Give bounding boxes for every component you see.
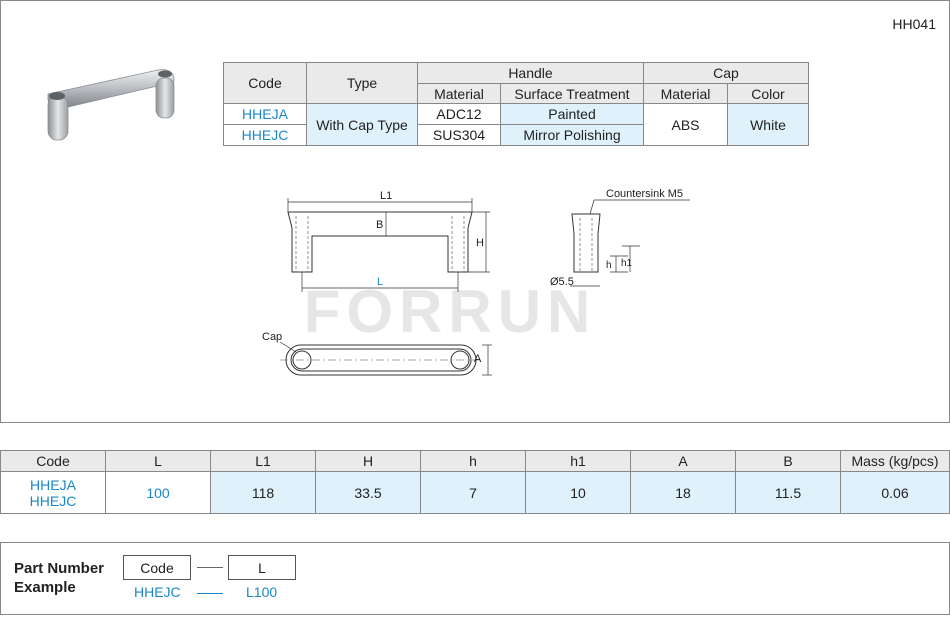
col-header-color: Color [727, 83, 809, 104]
dim-L1: L1 [380, 190, 392, 202]
spec-header: H [315, 450, 421, 472]
dim-h: h [606, 260, 612, 271]
spec-header: B [735, 450, 841, 472]
spec-code-cell: HHEJA HHEJC [0, 471, 106, 514]
col-header-code: Code [223, 62, 307, 104]
cap-material-cell: ABS [643, 103, 728, 146]
spec-value-mass: 0.06 [840, 471, 950, 514]
col-header-cap: Cap [643, 62, 809, 84]
spec-header: h1 [525, 450, 631, 472]
code-link[interactable]: HHEJA [30, 476, 76, 493]
spec-value-B: 11.5 [735, 471, 841, 514]
part-example-connector [197, 593, 223, 594]
document-code: HH041 [892, 16, 936, 32]
dim-H: H [476, 237, 484, 249]
col-header-material: Material [417, 83, 501, 104]
part-number-title: Part Number Example [14, 559, 104, 597]
surface-cell: Mirror Polishing [500, 124, 644, 146]
spec-header: h [420, 450, 526, 472]
dim-diameter: Ø5.5 [550, 276, 574, 288]
code-link[interactable]: HHEJC [29, 492, 77, 509]
spec-header: L [105, 450, 211, 472]
spec-value-h: 7 [420, 471, 526, 514]
cap-color-cell: White [727, 103, 809, 146]
spec-value-A: 18 [630, 471, 736, 514]
cap-label: Cap [262, 331, 282, 343]
dim-h1: h1 [621, 258, 633, 269]
part-connector [197, 567, 223, 568]
watermark: FORRUN [304, 278, 597, 345]
countersink-label: Countersink M5 [606, 188, 683, 200]
col-header-type: Type [306, 62, 418, 104]
material-cell: ADC12 [417, 103, 501, 125]
product-image [47, 69, 175, 141]
spec-value-L[interactable]: 100 [105, 471, 211, 514]
code-link[interactable]: HHEJC [223, 124, 307, 146]
type-cell: With Cap Type [306, 103, 418, 146]
code-link[interactable]: HHEJA [223, 103, 307, 125]
spec-value-L1: 118 [210, 471, 316, 514]
spec-header: Code [0, 450, 106, 472]
material-cell: SUS304 [417, 124, 501, 146]
part-box-code: Code [123, 555, 191, 580]
spec-header: A [630, 450, 736, 472]
col-header-cap-material: Material [643, 83, 728, 104]
col-header-surface: Surface Treatment [500, 83, 644, 104]
dim-B: B [376, 219, 383, 231]
dim-L: L [377, 276, 383, 288]
spec-value-h1: 10 [525, 471, 631, 514]
part-example-L: L100 [246, 584, 278, 600]
surface-cell: Painted [500, 103, 644, 125]
part-number-title-line2: Example [14, 579, 76, 596]
dim-A: A [474, 353, 482, 365]
technical-drawing: FORRUN L1 L B H Countersink M5 h h1 Ø5.5 [262, 188, 690, 376]
spec-header: L1 [210, 450, 316, 472]
part-example-code: HHEJC [134, 584, 181, 600]
spec-value-H: 33.5 [315, 471, 421, 514]
part-box-L: L [228, 555, 296, 580]
col-header-handle: Handle [417, 62, 644, 84]
spec-header: Mass (kg/pcs) [840, 450, 950, 472]
part-number-title-line1: Part Number [14, 560, 105, 577]
